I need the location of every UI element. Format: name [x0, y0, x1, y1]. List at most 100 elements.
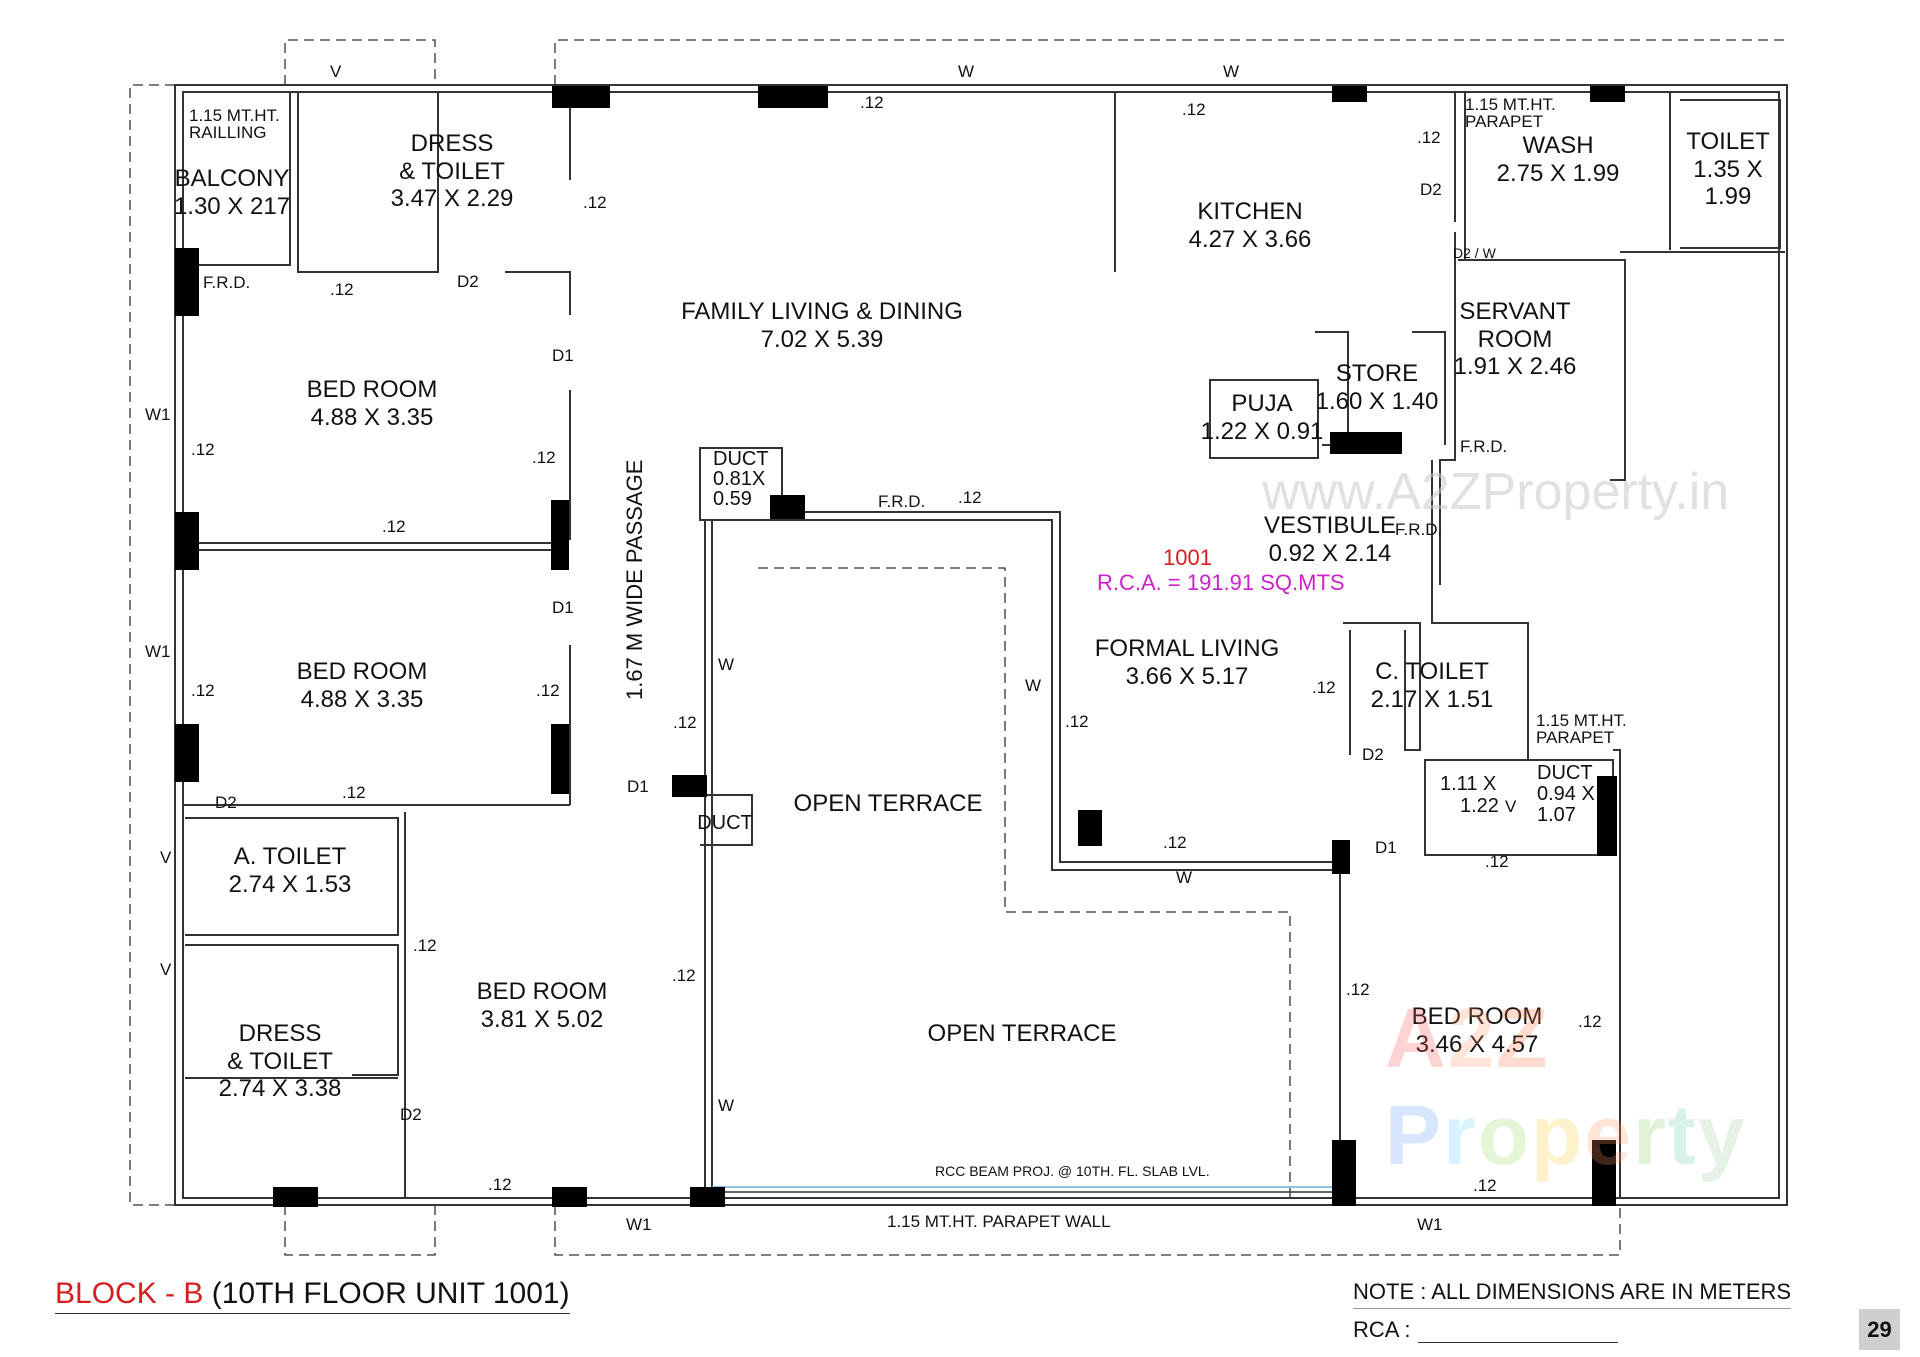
thickness-mark: .12 [413, 936, 437, 955]
frd-mark: F.R.D. [878, 492, 926, 511]
watermark-brand: A2Z Property [1385, 990, 1920, 1184]
wall [297, 92, 439, 273]
brand-letter: t [1667, 1088, 1698, 1182]
projection-bottom [554, 1205, 1621, 1256]
brand-letter: p [1531, 1088, 1585, 1182]
projection-left [129, 84, 175, 1206]
room-name: DUCT [697, 812, 753, 834]
window-mark: V [1505, 797, 1517, 816]
room-dims: 7.02 X 5.39 [760, 325, 884, 353]
room-name: BED ROOM [296, 658, 428, 685]
window-mark: W1 [1417, 1215, 1443, 1234]
column [175, 248, 199, 316]
column [552, 86, 610, 108]
wall [1439, 232, 1456, 585]
room-dims: 2.75 X 1.99 [1496, 159, 1620, 187]
column [770, 495, 805, 519]
title-block: BLOCK - B [55, 1277, 204, 1310]
frd-mark: F.R.D. [1460, 437, 1508, 456]
thickness-mark: .12 [958, 488, 982, 507]
window-mark: V [160, 960, 172, 979]
wall [1209, 379, 1319, 459]
room-dims: 0.81X 0.59 [713, 468, 766, 510]
thickness-mark: .12 [191, 681, 215, 700]
room-name: C. TOILET [1375, 658, 1489, 685]
thickness-mark: .12 [342, 783, 366, 802]
room-name: BED ROOM [306, 376, 438, 403]
room-name: BED ROOM [1411, 1003, 1543, 1030]
thickness-mark: .12 [1065, 712, 1089, 731]
room-name: OPEN TERRACE [793, 790, 983, 817]
thickness-mark: .12 [191, 440, 215, 459]
outer-wall-inner [182, 91, 1780, 1199]
room-dims: 3.81 X 5.02 [480, 1005, 604, 1033]
outer-wall [174, 84, 1788, 1206]
column [1330, 432, 1402, 454]
thickness-mark: .12 [1346, 980, 1370, 999]
frd-mark: F.R.D. [1395, 520, 1443, 539]
column [758, 86, 828, 108]
brand-letter: 2 [1447, 991, 1497, 1085]
window-mark: W1 [626, 1215, 652, 1234]
column [690, 1187, 725, 1207]
parapet-wall-label: 1.15 MT.HT. PARAPET WALL [887, 1212, 1111, 1231]
room-name: BALCONY [174, 165, 290, 192]
door-mark: D2 [215, 793, 237, 812]
door-mark: D2 [400, 1105, 422, 1124]
thickness-mark: .12 [488, 1175, 512, 1194]
thickness-mark: .12 [672, 966, 696, 985]
wall [175, 92, 291, 266]
door-mark: D1 [552, 346, 574, 365]
window-mark: V [160, 848, 172, 867]
rca-blank-line [1418, 1324, 1619, 1343]
room-open-terrace-1: OPEN TERRACE [794, 790, 983, 818]
room-dims: 2.17 X 1.51 [1370, 685, 1494, 713]
room-name: OPEN TERRACE [927, 1020, 1117, 1047]
open-terrace-outline [758, 567, 1291, 1198]
room-dims: 0.92 X 2.14 [1268, 539, 1392, 567]
room-dims: 1.35 X 1.99 [1693, 155, 1763, 211]
door-mark: D1 [627, 777, 649, 796]
room-dims: 1.22 [1460, 795, 1499, 817]
column [1597, 776, 1617, 856]
drawing-title: BLOCK - B (10TH FLOOR UNIT 1001) [55, 1277, 570, 1314]
brand-letter: r [1633, 1088, 1668, 1182]
rca-value: R.C.A. = 191.91 SQ.MTS [1097, 570, 1345, 595]
thickness-mark: .12 [330, 280, 354, 299]
column [551, 724, 569, 794]
parapet-top-label: 1.15 MT.HT. PARAPET [1465, 95, 1556, 131]
room-name: WASH [1522, 132, 1594, 159]
column [551, 500, 569, 570]
thickness-mark: .12 [382, 517, 406, 536]
room-dims: 2.74 X 1.53 [228, 870, 352, 898]
wall [1412, 331, 1446, 445]
thickness-mark: .12 [1578, 1012, 1602, 1031]
column [1332, 840, 1350, 874]
room-dims: 0.94 X 1.07 [1537, 783, 1595, 826]
wall [782, 519, 1340, 871]
window-mark: W [958, 62, 975, 81]
rca-field: RCA : [1353, 1317, 1619, 1343]
room-dims: 4.88 X 3.35 [310, 403, 434, 431]
thickness-mark: .12 [673, 713, 697, 732]
room-name: DRESS & TOILET [227, 1020, 333, 1075]
wall [1343, 622, 1421, 751]
window-mark: W1 [145, 642, 171, 661]
wall [1458, 259, 1626, 481]
brand-letter: e [1584, 1088, 1634, 1182]
window-mark: W1 [145, 405, 171, 424]
column [552, 1187, 587, 1207]
room-open-terrace-2: OPEN TERRACE [928, 1020, 1117, 1048]
